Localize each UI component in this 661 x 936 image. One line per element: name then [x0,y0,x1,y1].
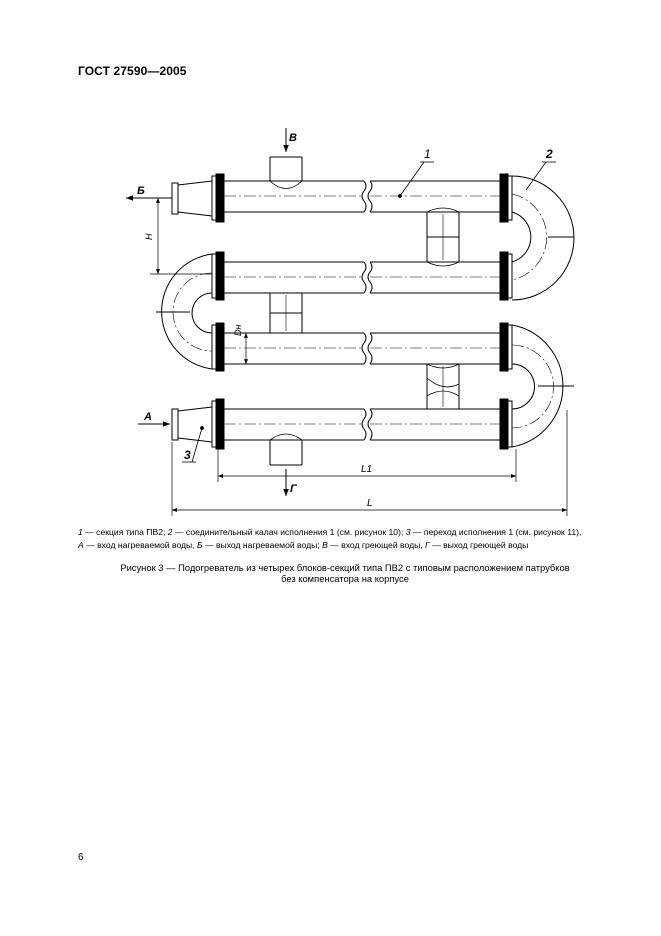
figure-legend: 1 — секция типа ПВ2; 2 — соединительный … [78,526,612,551]
legend-item-2-num: 2 [167,527,173,537]
legend-b-letter: Б [197,539,203,550]
u-bend-right-bottom [511,324,574,448]
legend-a-text: — вход нагреваемой воды, [83,539,198,550]
label-dim-l1: L1 [361,464,372,475]
callout-2: 2 [545,147,553,161]
dimension-dn [226,332,252,365]
label-dim-h: Н [144,233,154,240]
heater-section-2 [211,207,513,301]
label-dim-l: L [367,498,373,509]
legend-item-2-text: — соединительный калач исполнения 1 (см.… [172,527,406,537]
legend-item-1-num: 1 [78,527,83,537]
heater-section-4 [171,363,513,466]
label-outlet-g: Г [290,483,298,495]
label-inlet-v: В [289,132,297,144]
legend-item-1-text: — секция типа ПВ2; [82,527,168,537]
legend-v-text: — вход греющей воды, [327,539,426,550]
heater-section-3 [211,293,513,372]
caption-line-1: Рисунок 3 — Подогреватель из четырех бло… [120,562,570,573]
dimension-l1 [217,449,517,482]
u-bend-left [156,253,213,370]
callout-3: 3 [184,448,191,462]
u-bend-right-top [511,175,575,301]
legend-item-3-num: 3 [405,527,411,537]
legend-v-letter: В [322,539,328,550]
dimension-h [150,197,212,275]
legend-a-letter: А [78,539,84,550]
page-number: 6 [78,852,84,863]
dimension-l [171,410,568,516]
figure-caption: Рисунок 3 — Подогреватель из четырех бло… [78,562,612,584]
caption-line-2: без компенсатора на корпусе [281,573,409,584]
legend-g-text: — выход греющей воды [429,539,529,550]
legend-g-letter: Г [425,539,430,550]
legend-item-3-text: — переход исполнения 1 (см. рисунок 11), [410,527,582,537]
standard-header: ГОСТ 27590—2005 [78,64,187,78]
heater-section-1 [171,128,513,223]
label-dim-dn: Dн [233,325,243,336]
callout-1: 1 [424,147,431,161]
callout-leaders [182,161,556,463]
label-inlet-a: А [143,411,152,423]
label-outlet-b: Б [137,185,145,197]
legend-b-text: — выход нагреваемой воды; [202,539,323,550]
